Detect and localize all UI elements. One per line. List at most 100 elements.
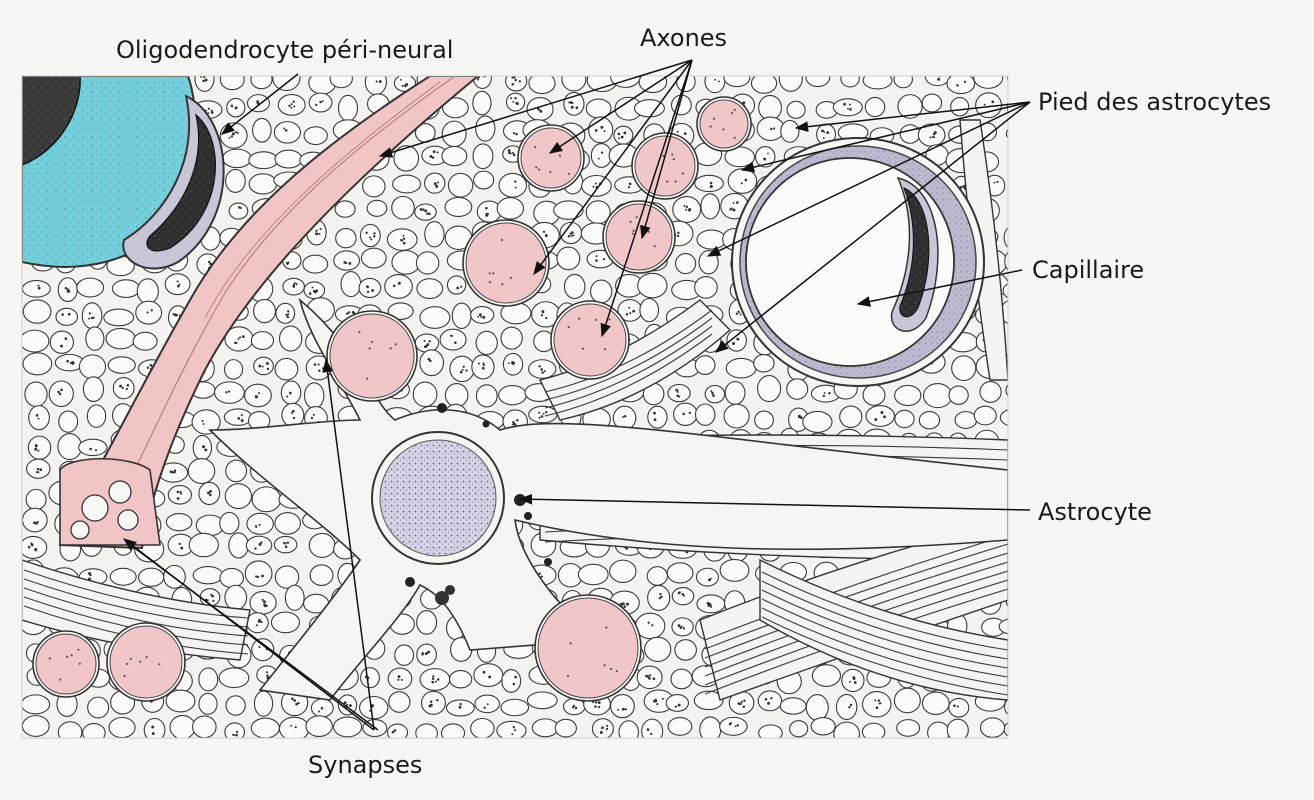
tissue-cell	[1007, 438, 1008, 448]
tissue-cell	[274, 149, 303, 169]
tissue-cell	[674, 252, 697, 275]
vesicle-dot	[431, 156, 435, 159]
tissue-cell	[248, 151, 279, 170]
tissue-cell	[1007, 76, 1008, 82]
vesicle-dot	[477, 315, 480, 318]
vesicle-dot	[681, 592, 685, 596]
vesicle-dot	[595, 259, 598, 262]
tissue-cell	[470, 717, 495, 738]
vesicle-dot	[653, 418, 657, 422]
vesicle-dot	[204, 448, 208, 452]
tissue-cell	[22, 715, 50, 737]
vesicle-dot	[512, 153, 516, 157]
fiber-line	[761, 607, 1008, 687]
tissue-cell	[219, 511, 240, 535]
vesicle-dot	[236, 131, 239, 134]
vesicle-dot	[570, 234, 573, 237]
vesicle-dot	[318, 710, 321, 713]
vesicle-dot	[207, 107, 210, 110]
tissue-cell	[590, 143, 612, 168]
vesicle-dot	[729, 208, 732, 211]
tissue-cell	[618, 720, 639, 738]
vesicle-dot	[285, 261, 289, 265]
vesicle-dot	[540, 314, 544, 317]
vesicle-dot	[292, 100, 295, 103]
tissue-cell	[724, 146, 756, 168]
vesicle-dot	[606, 727, 609, 730]
tissue-cell	[308, 532, 336, 558]
tissue-cell	[637, 272, 668, 299]
vesicle-dot	[1013, 310, 1016, 313]
vesicle-dot	[345, 312, 349, 315]
vesicle-dot	[623, 131, 627, 135]
vesicle-dot	[514, 78, 517, 82]
vesicle-dot	[401, 84, 404, 87]
vesicle-dot	[540, 575, 543, 578]
tissue-cell	[278, 716, 310, 738]
tissue-cell	[165, 512, 193, 532]
tissue-cell	[757, 690, 783, 712]
vesicle-dot	[402, 234, 405, 237]
vesicle-dot	[1019, 472, 1021, 474]
vesicle-dot	[683, 132, 687, 135]
vesicle-dot	[929, 136, 932, 139]
tissue-cell	[253, 298, 277, 324]
vesicle-dot	[878, 702, 881, 705]
tissue-cell	[387, 302, 414, 320]
tissue-cell	[165, 689, 196, 713]
vesicle-dot	[261, 598, 264, 601]
tissue-cell	[415, 251, 440, 275]
vesicle-dot	[343, 701, 347, 705]
vesicle-dot	[255, 395, 258, 399]
tissue-cell	[57, 432, 83, 461]
vesicle-dot	[738, 311, 741, 314]
vesicle-dot	[30, 542, 33, 545]
vesicle-dot	[848, 103, 851, 106]
tissue-cell	[103, 308, 135, 327]
tissue-cell	[719, 716, 748, 736]
tissue-cell	[951, 355, 977, 382]
tissue-cell	[644, 636, 672, 662]
vesicle-dot	[68, 290, 71, 293]
vesicle-dot	[826, 131, 830, 134]
vesicle-dot	[237, 337, 240, 340]
vesicle-dot	[392, 284, 396, 288]
axon-section	[326, 310, 418, 402]
vesicle-dot	[514, 186, 517, 189]
axon-section	[534, 594, 642, 702]
tissue-cell	[1005, 383, 1008, 397]
tissue-cell	[954, 411, 978, 429]
vesicle-dot	[595, 701, 598, 704]
tissue-cell	[1003, 721, 1008, 737]
vesicle-dot	[173, 313, 177, 317]
fiber-line	[761, 616, 1008, 696]
vesicle-dot	[482, 364, 485, 367]
vesicle-dot	[476, 78, 480, 81]
vesicle-dot	[847, 107, 850, 110]
tissue-cell	[1004, 515, 1008, 527]
vesicle-dot	[37, 284, 40, 287]
tissue-cell	[108, 716, 136, 738]
tissue-cell	[758, 724, 783, 738]
vesicle-dot	[119, 384, 122, 388]
vesicle-dot	[371, 289, 375, 292]
vesicle-dot	[688, 411, 691, 415]
vesicle-dot	[512, 726, 516, 729]
tissue-cell	[472, 143, 494, 170]
vesicle-dot	[176, 284, 180, 288]
vesicle-dot	[508, 151, 511, 155]
vesicle-dot	[648, 677, 651, 680]
tissue-cell	[704, 76, 726, 94]
vesicle-dot	[853, 681, 857, 684]
vesicle-dot	[567, 234, 571, 238]
tissue-cell	[758, 94, 782, 121]
vesicle-dot	[709, 181, 713, 185]
tissue-cell	[861, 690, 892, 718]
vesicle-dot	[594, 129, 598, 132]
vesicle-dot	[511, 76, 514, 79]
vesicle-dot	[991, 100, 995, 104]
vesicle-dot	[282, 541, 285, 544]
vesicle-dot	[436, 699, 439, 702]
vesicle-dot	[736, 724, 739, 727]
vesicle-dot	[486, 703, 489, 706]
